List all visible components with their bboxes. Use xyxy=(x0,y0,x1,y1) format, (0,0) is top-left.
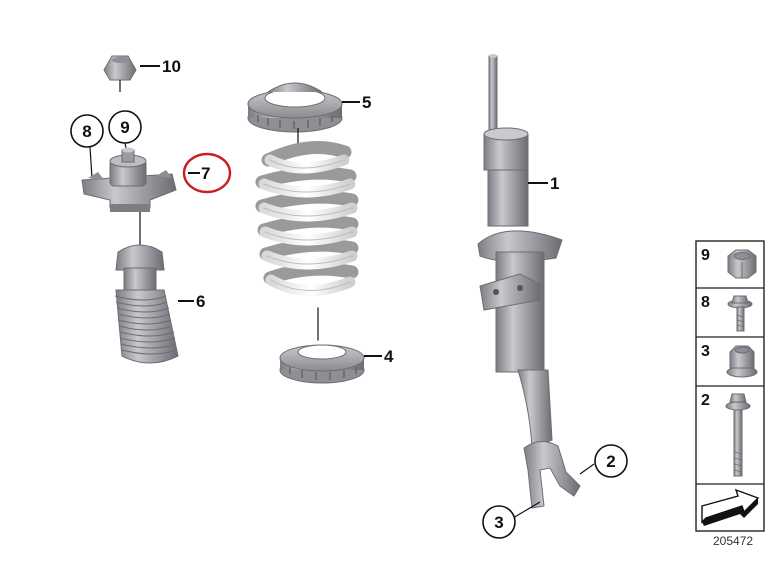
label-7: 7 xyxy=(182,152,232,194)
callout-8: 8 xyxy=(70,114,104,179)
hex-nut-icon xyxy=(727,249,757,279)
fastener-legend: 9 8 3 2 xyxy=(695,240,765,532)
label-4-text: 4 xyxy=(384,347,394,366)
callout-3-text: 3 xyxy=(494,513,503,532)
legend-item-3: 3 xyxy=(701,343,758,378)
legend-item-2: 2 xyxy=(701,392,751,477)
callout-2-text: 2 xyxy=(606,452,615,471)
top-nut-part xyxy=(103,55,137,92)
flange-bolt-long-icon xyxy=(725,393,751,477)
shock-absorber-part xyxy=(477,54,581,509)
label-5: 5 xyxy=(342,93,371,112)
lower-spring-pad-part xyxy=(279,344,365,384)
coil-spring-part xyxy=(255,141,359,341)
label-5-text: 5 xyxy=(362,93,371,112)
callout-2: 2 xyxy=(579,444,628,478)
legend-item-3-num: 3 xyxy=(701,343,710,360)
label-10-text: 10 xyxy=(162,57,181,76)
bump-stop-part xyxy=(114,244,179,364)
callout-9: 9 xyxy=(108,110,142,159)
label-10: 10 xyxy=(140,57,181,76)
highlight-ring xyxy=(182,152,232,194)
callout-3: 3 xyxy=(482,501,541,539)
label-6-text: 6 xyxy=(196,292,205,311)
upper-spring-pad-part xyxy=(247,82,343,148)
flange-nut-icon xyxy=(726,345,758,378)
legend-item-8-num: 8 xyxy=(701,294,710,311)
label-7-text: 7 xyxy=(201,164,210,183)
legend-item-8: 8 xyxy=(701,294,753,332)
direction-arrow-icon xyxy=(701,488,760,526)
flange-bolt-short-icon xyxy=(727,295,753,332)
callout-8-text: 8 xyxy=(82,122,91,141)
legend-item-9-num: 9 xyxy=(701,247,710,264)
strut-mount-part xyxy=(81,147,177,212)
label-1-text: 1 xyxy=(550,174,559,193)
reference-number: 205472 xyxy=(713,534,753,548)
callout-9-text: 9 xyxy=(120,118,129,137)
legend-item-2-num: 2 xyxy=(701,392,710,409)
label-1: 1 xyxy=(528,174,559,193)
label-4: 4 xyxy=(364,347,394,366)
label-6: 6 xyxy=(178,292,205,311)
legend-item-9: 9 xyxy=(701,247,757,279)
